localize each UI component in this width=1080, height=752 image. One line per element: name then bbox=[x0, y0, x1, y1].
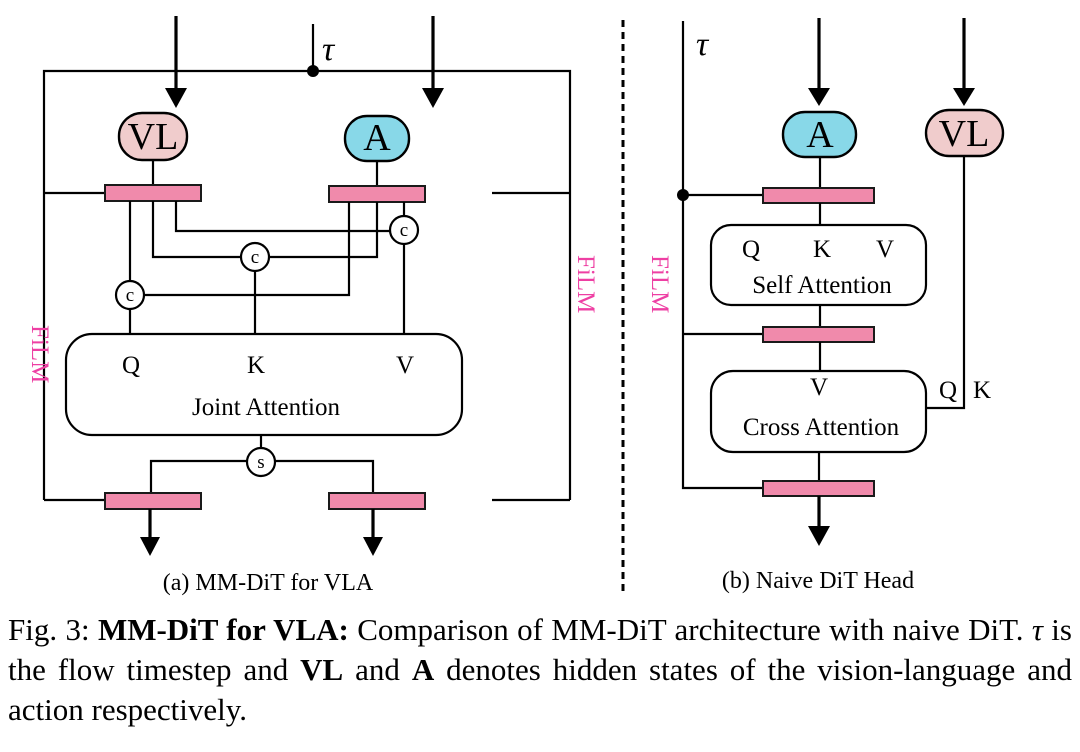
joint-attention-title: Joint Attention bbox=[192, 394, 340, 421]
architecture-diagram: τ VL A c c c Q bbox=[26, 16, 1005, 596]
figure-caption: Fig. 3: MM-DiT for VLA: Comparison of MM… bbox=[8, 610, 1072, 730]
caption-text: denotes hidden states of the vision-lang… bbox=[8, 652, 1072, 727]
arrow-head-icon bbox=[363, 537, 383, 556]
caption-vl: VL bbox=[300, 652, 344, 687]
caption-text: and bbox=[343, 652, 412, 687]
route-line bbox=[149, 459, 247, 493]
arrow-head-icon bbox=[808, 88, 830, 106]
caption-prefix: Fig. 3: bbox=[8, 612, 98, 647]
film-label: FiLM bbox=[646, 255, 673, 313]
k-label: K bbox=[973, 377, 991, 404]
right-panel-naive-dit: τ A VL Q K V Self Attention V Cross Atte… bbox=[646, 18, 1005, 594]
concat-symbol: c bbox=[126, 285, 134, 306]
v-label: V bbox=[810, 374, 828, 401]
tau-label: τ bbox=[322, 31, 336, 68]
film-label-left: FiLM bbox=[26, 325, 53, 383]
tau-film-line bbox=[681, 21, 763, 490]
vl-route-line bbox=[926, 156, 966, 410]
caption-text: is the flow timestep and bbox=[8, 612, 1072, 687]
caption-a: A bbox=[411, 652, 435, 687]
film-label-right: FiLM bbox=[572, 255, 599, 313]
a-node-label: A bbox=[363, 117, 391, 159]
film-bar-vl-top bbox=[104, 184, 202, 202]
caption-tau: τ bbox=[1031, 612, 1043, 647]
film-bar-3 bbox=[762, 480, 875, 497]
route-line bbox=[151, 201, 241, 259]
a-node-label: A bbox=[806, 114, 834, 156]
arrow-head-icon bbox=[953, 88, 975, 106]
route-line bbox=[174, 201, 390, 233]
vl-node-label: VL bbox=[939, 113, 990, 155]
v-label: V bbox=[396, 352, 414, 379]
subcaption-b: (b) Naive DiT Head bbox=[722, 568, 914, 594]
left-panel-mm-dit: τ VL A c c c Q bbox=[26, 16, 599, 596]
cross-attention-title: Cross Attention bbox=[743, 414, 900, 441]
film-bar-a-bottom bbox=[328, 492, 426, 510]
tau-label: τ bbox=[696, 26, 710, 63]
film-bar-a-top bbox=[328, 185, 426, 203]
vl-node-label: VL bbox=[128, 116, 179, 158]
film-bar-1 bbox=[762, 187, 875, 204]
arrow-head-icon bbox=[140, 537, 160, 556]
caption-title: MM-DiT for VLA: bbox=[97, 612, 349, 647]
split-symbol: s bbox=[257, 452, 264, 473]
film-bar-2 bbox=[762, 326, 875, 343]
q-label: Q bbox=[742, 236, 760, 263]
self-attention-box bbox=[709, 223, 928, 307]
k-label: K bbox=[247, 352, 265, 379]
junction-dot bbox=[307, 65, 319, 77]
self-attention-title: Self Attention bbox=[752, 272, 892, 299]
concat-symbol: c bbox=[400, 220, 408, 241]
caption-text: Comparison of MM-DiT architecture with n… bbox=[348, 612, 1032, 647]
v-label: V bbox=[876, 236, 894, 263]
arrow-head-icon bbox=[422, 88, 444, 108]
k-label: K bbox=[813, 236, 831, 263]
concat-symbol: c bbox=[251, 247, 259, 268]
arrow-head-icon bbox=[165, 88, 187, 108]
film-bar-vl-bottom bbox=[104, 492, 202, 510]
joint-attention-box bbox=[64, 332, 464, 437]
route-line bbox=[269, 202, 379, 259]
q-label: Q bbox=[939, 377, 957, 404]
arrow-head-icon bbox=[808, 526, 830, 546]
subcaption-a: (a) MM-DiT for VLA bbox=[163, 570, 374, 596]
q-label: Q bbox=[122, 352, 140, 379]
route-line bbox=[275, 459, 375, 493]
route-line bbox=[144, 202, 351, 297]
